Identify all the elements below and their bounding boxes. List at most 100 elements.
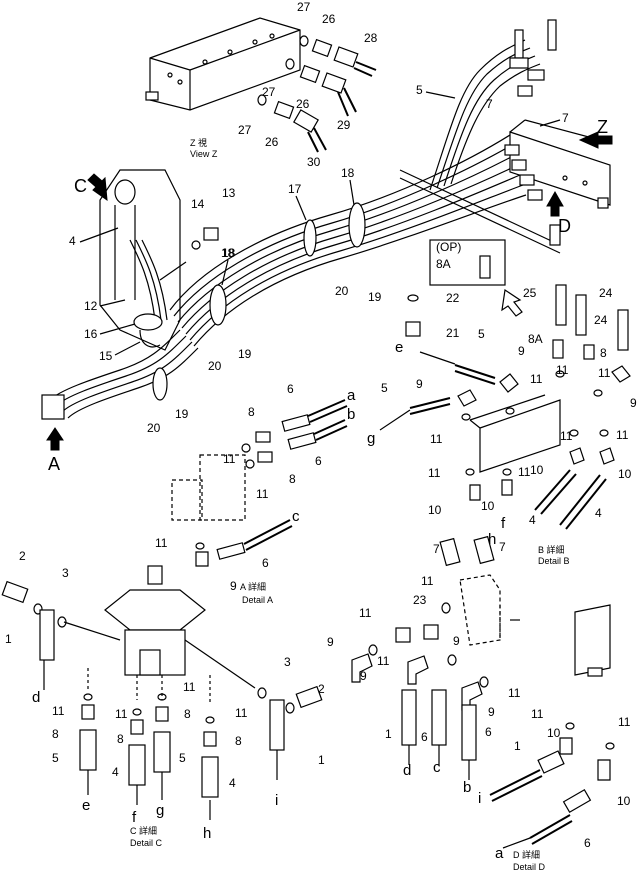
label-8-c2: 8 xyxy=(117,732,124,746)
swivel-lower xyxy=(139,649,161,676)
flow-c-a: c xyxy=(292,508,300,525)
adapter-8-a2 xyxy=(257,451,273,463)
op-label: (OP) xyxy=(436,240,461,254)
label-7-d: 7 xyxy=(499,540,506,554)
label-14: 14 xyxy=(191,197,205,211)
fitting-tr-5 xyxy=(517,85,533,97)
hose-28 xyxy=(333,46,377,77)
label-11-b2: 11 xyxy=(530,372,543,386)
label-10-d2: 10 xyxy=(617,794,631,808)
label-11-d2: 11 xyxy=(421,574,434,588)
label-9-b: 9 xyxy=(518,344,525,358)
label-6-a3: 6 xyxy=(262,556,269,570)
label-4-c4: 4 xyxy=(229,776,236,790)
hose-6-d1 xyxy=(431,689,447,746)
label-27-low: 27 xyxy=(238,123,252,137)
detail-c-caption: Detail C xyxy=(130,838,163,848)
detail-d: 23 11 11 11 11 11 11 9 9 9 9 1 6 6 d c b xyxy=(327,574,631,872)
label-1-right: 1 xyxy=(318,753,325,767)
label-8a-op: 8A xyxy=(436,257,451,271)
bolt-2-right xyxy=(295,685,323,709)
o-ring-11-b3 xyxy=(555,370,565,378)
label-11-b7: 11 xyxy=(428,466,441,480)
label-19-c: 19 xyxy=(175,407,189,421)
fitting-tr-2 xyxy=(547,19,557,51)
washer-3-left xyxy=(33,603,43,615)
arrow-c: C xyxy=(74,173,108,202)
detail-d-caption: Detail D xyxy=(513,862,546,872)
label-11-d3: 11 xyxy=(377,654,390,668)
o-ring-27-c xyxy=(257,94,267,106)
label-4-cyl: 4 xyxy=(69,234,76,248)
label-11-a1: 11 xyxy=(223,452,236,466)
label-9-a-detail: 9 xyxy=(230,579,237,593)
detail-a-jp-caption: A 詳細 xyxy=(240,581,266,592)
clamp-18-b xyxy=(209,284,227,326)
detail-c: 2 3 1 d 2 3 1 i 11 8 5 e 11 8 4 xyxy=(1,549,325,848)
flow-h-c: h xyxy=(203,825,211,842)
washer-22 xyxy=(407,294,419,302)
o-ring-11-a1 xyxy=(241,443,251,453)
fitting-tr-3 xyxy=(509,57,529,69)
label-9-c: 9 xyxy=(630,396,637,410)
fitting-tr-4 xyxy=(527,69,545,81)
elbow-9-d2 xyxy=(407,655,429,685)
label-4-b2: 4 xyxy=(595,506,602,520)
o-ring-11-d6 xyxy=(605,742,615,750)
label-11-a2: 11 xyxy=(256,487,269,501)
label-7-b: 7 xyxy=(562,111,569,125)
label-11-c2: 11 xyxy=(115,707,128,721)
o-ring-11-b5 xyxy=(599,429,609,437)
adapter-8-c1 xyxy=(81,704,95,720)
label-3-left: 3 xyxy=(62,566,69,580)
clamp-17 xyxy=(303,219,317,257)
adapter-8-c3 xyxy=(155,706,169,722)
adapter-23-b xyxy=(423,624,439,640)
label-28: 28 xyxy=(364,31,378,45)
clamp-18-a xyxy=(348,202,366,248)
end-fittings-a xyxy=(41,394,65,420)
label-26-mid: 26 xyxy=(296,97,310,111)
cylinder-top-cap xyxy=(114,179,136,205)
o-ring-11-c4 xyxy=(205,716,215,724)
label-13: 13 xyxy=(222,186,236,200)
manifold-fitting-4 xyxy=(527,189,543,201)
label-8-a2: 8 xyxy=(289,472,296,486)
label-3-right: 3 xyxy=(284,655,291,669)
flow-g-c: g xyxy=(156,802,164,819)
detail-a-caption: Detail A xyxy=(242,595,273,605)
manifold-fitting-2 xyxy=(511,159,527,171)
arrow-a: A xyxy=(41,394,65,474)
arrow-c-letter: C xyxy=(74,176,87,196)
label-11-b3: 11 xyxy=(556,363,569,377)
label-18-a: 18 xyxy=(341,166,355,180)
label-22: 22 xyxy=(446,291,460,305)
clamp-18-c xyxy=(152,367,168,401)
label-11-d6: 11 xyxy=(618,715,631,729)
op-inset: (OP) 8A 22 21 xyxy=(405,239,523,340)
flow-a-d: a xyxy=(495,845,504,862)
label-10-c: 10 xyxy=(530,463,544,477)
flow-b-a: b xyxy=(347,406,355,423)
o-ring-11-d3 xyxy=(447,654,457,666)
op-inset-frame xyxy=(429,239,506,286)
elbow-1-right xyxy=(269,699,285,751)
fitting-8a-op xyxy=(479,255,491,279)
label-26-top: 26 xyxy=(322,12,336,26)
washer-3-right xyxy=(257,687,267,699)
label-6-d3: 6 xyxy=(584,836,591,850)
label-11-b6: 11 xyxy=(560,429,573,443)
o-ring-11-a2 xyxy=(245,459,255,469)
label-5-b: 5 xyxy=(478,327,485,341)
label-11-b5: 11 xyxy=(616,428,629,442)
swivel-flange xyxy=(104,589,206,631)
label-7-a: 7 xyxy=(486,97,493,111)
label-24-a: 24 xyxy=(599,286,613,300)
right-manifold xyxy=(504,119,611,246)
hose-6-b xyxy=(287,419,348,450)
label-1-d2: 1 xyxy=(514,739,521,753)
detail-b-valve-block xyxy=(479,399,561,473)
bolt-2-left xyxy=(1,580,29,604)
hose-24-a xyxy=(575,294,587,336)
hose-1-d xyxy=(401,689,417,746)
